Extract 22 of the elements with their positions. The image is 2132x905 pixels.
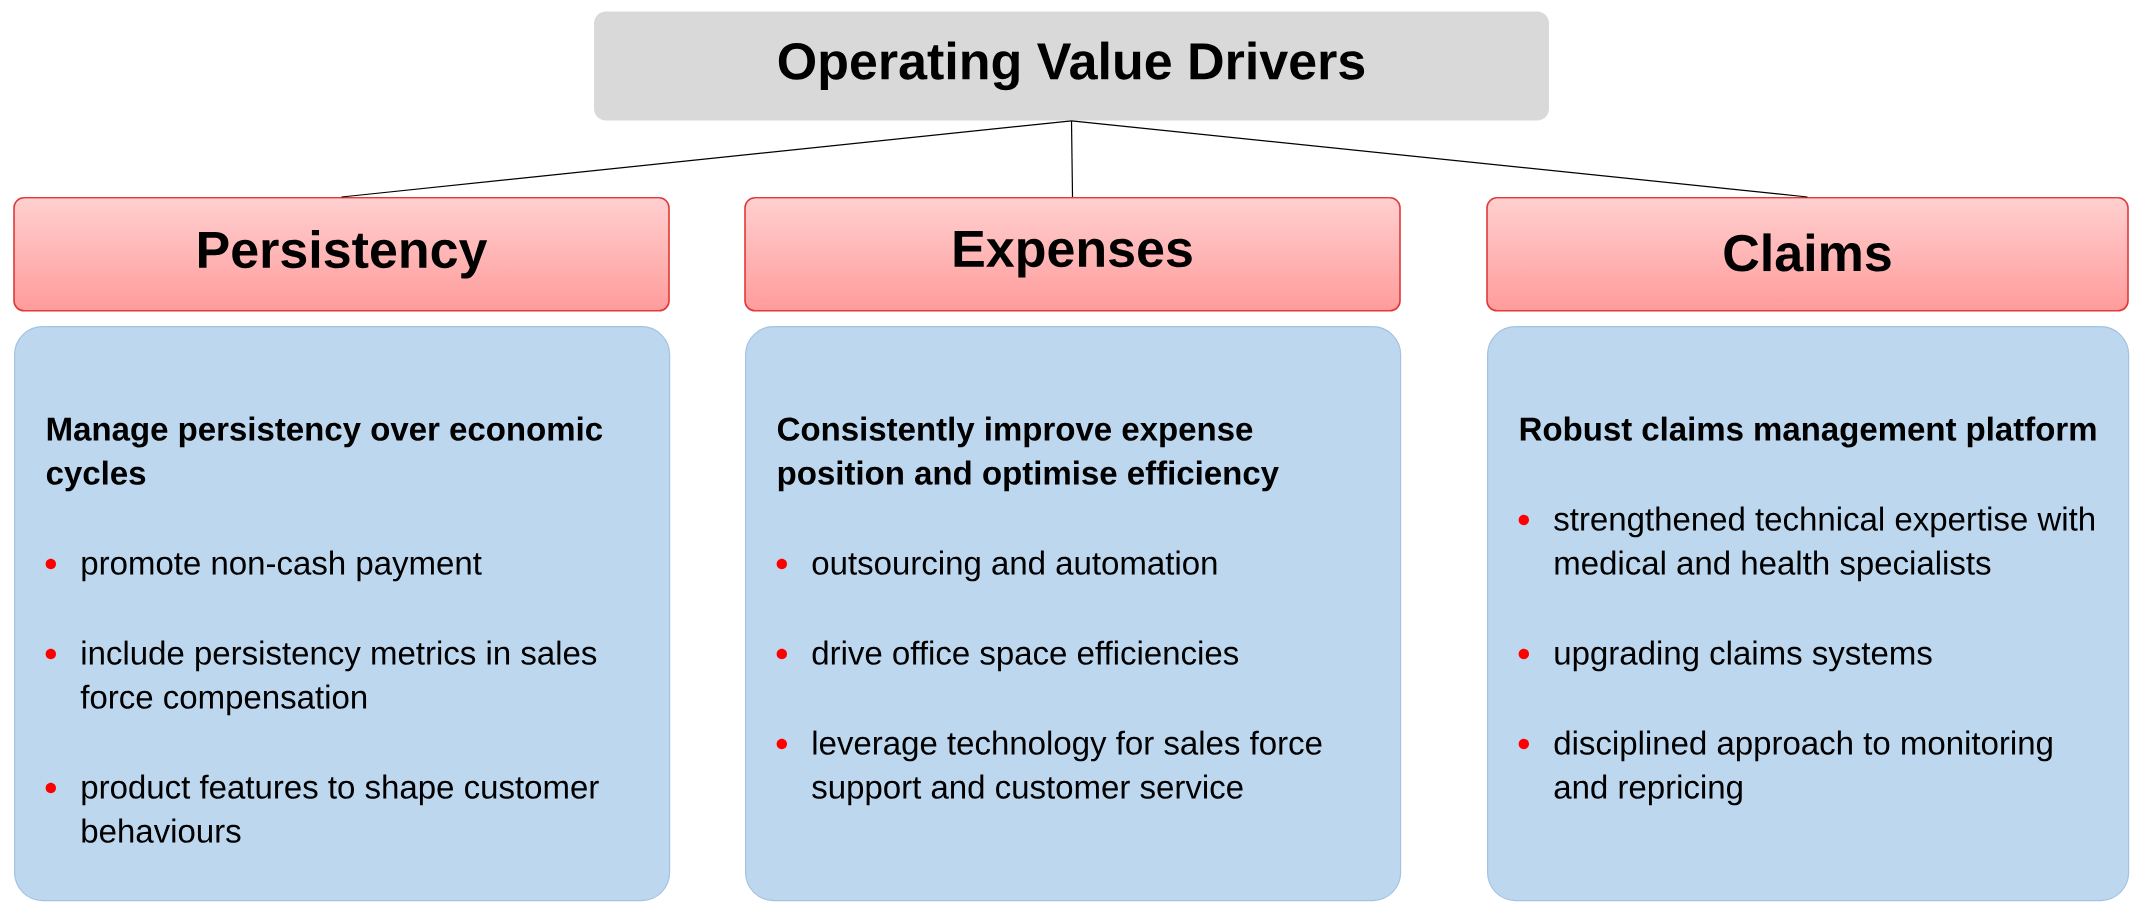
header-box: Persistency <box>13 197 670 312</box>
box-heading: Manage persistency over economic cycles <box>46 416 603 492</box>
header-box: Expenses <box>744 197 1401 312</box>
header-box: Claims <box>1486 197 2129 312</box>
bullet-item: leverage technology for sales force support and customer service <box>812 730 1322 806</box>
connector-line <box>1070 120 1809 198</box>
box-heading: Consistently improve expense position and optimise efficiency <box>777 416 1279 492</box>
connector-line <box>1070 120 1074 198</box>
bullet-item: disciplined approach to monitoring and repricing <box>1554 730 2052 806</box>
bullet-item: drive office space efficiencies <box>812 640 1239 672</box>
connector-line <box>340 120 1073 198</box>
bullet-item: promote non-cash payment <box>82 550 482 582</box>
title-box: Operating Value Drivers <box>594 11 1549 121</box>
bullet-item: strengthened technical expertise with medical and health specialists <box>1554 506 2094 582</box>
content-box <box>745 326 1402 902</box>
content-box <box>14 326 671 902</box>
bullet-item: outsourcing and automation <box>812 550 1217 582</box>
content-box <box>1487 326 2130 902</box>
box-heading: Robust claims management platform <box>1520 416 2096 448</box>
bullet-item: product features to shape customer behaviours <box>82 774 599 843</box>
bullet-item: upgrading claims systems <box>1555 640 1932 672</box>
bullet-item: include persistency metrics in sales force compensation <box>80 640 597 716</box>
